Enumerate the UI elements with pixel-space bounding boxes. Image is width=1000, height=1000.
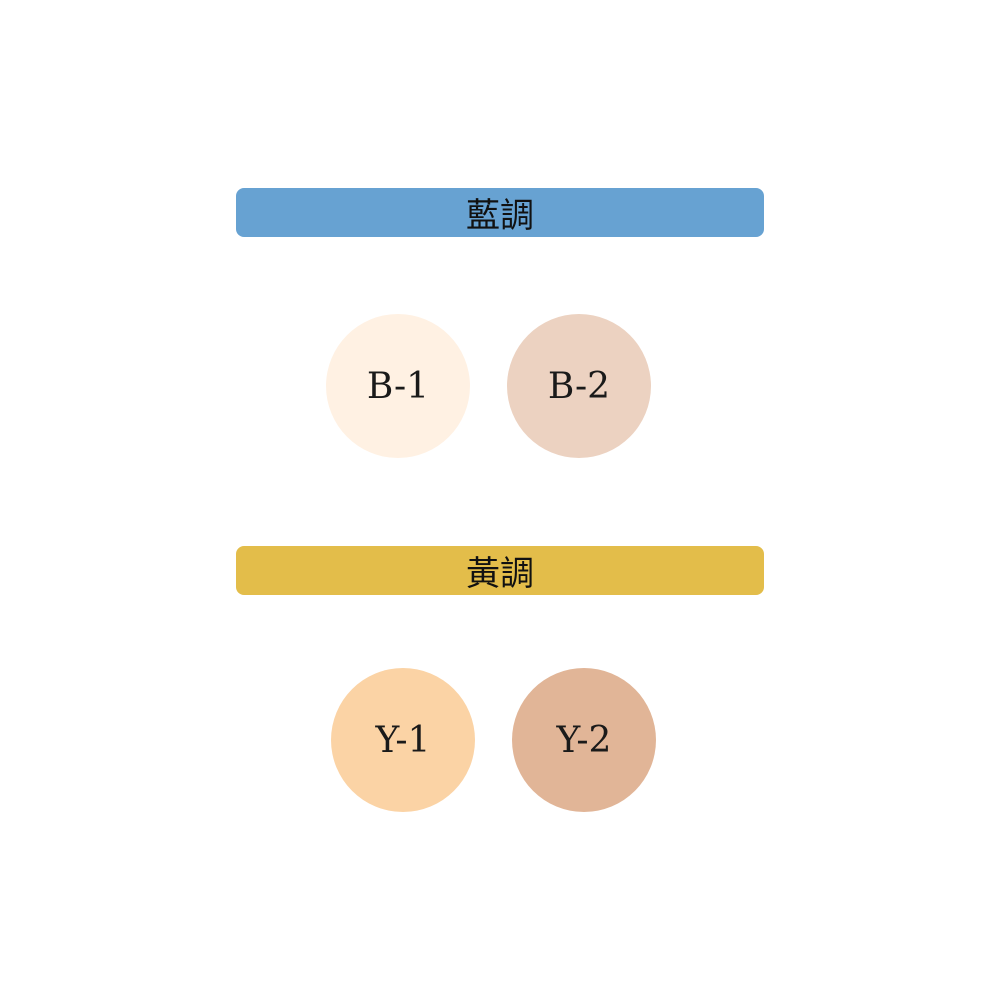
swatch-label: B-2: [547, 365, 611, 407]
swatch-label: Y-1: [375, 719, 431, 761]
swatch-y2[interactable]: Y-2: [512, 668, 656, 812]
blue-tone-header: 藍調: [236, 188, 764, 237]
swatch-label: Y-2: [556, 719, 612, 761]
swatch-b1[interactable]: B-1: [326, 314, 470, 458]
swatch-b2[interactable]: B-2: [507, 314, 651, 458]
yellow-tone-header: 黃調: [236, 546, 764, 595]
swatch-y1[interactable]: Y-1: [331, 668, 475, 812]
swatch-label: B-1: [366, 365, 430, 407]
